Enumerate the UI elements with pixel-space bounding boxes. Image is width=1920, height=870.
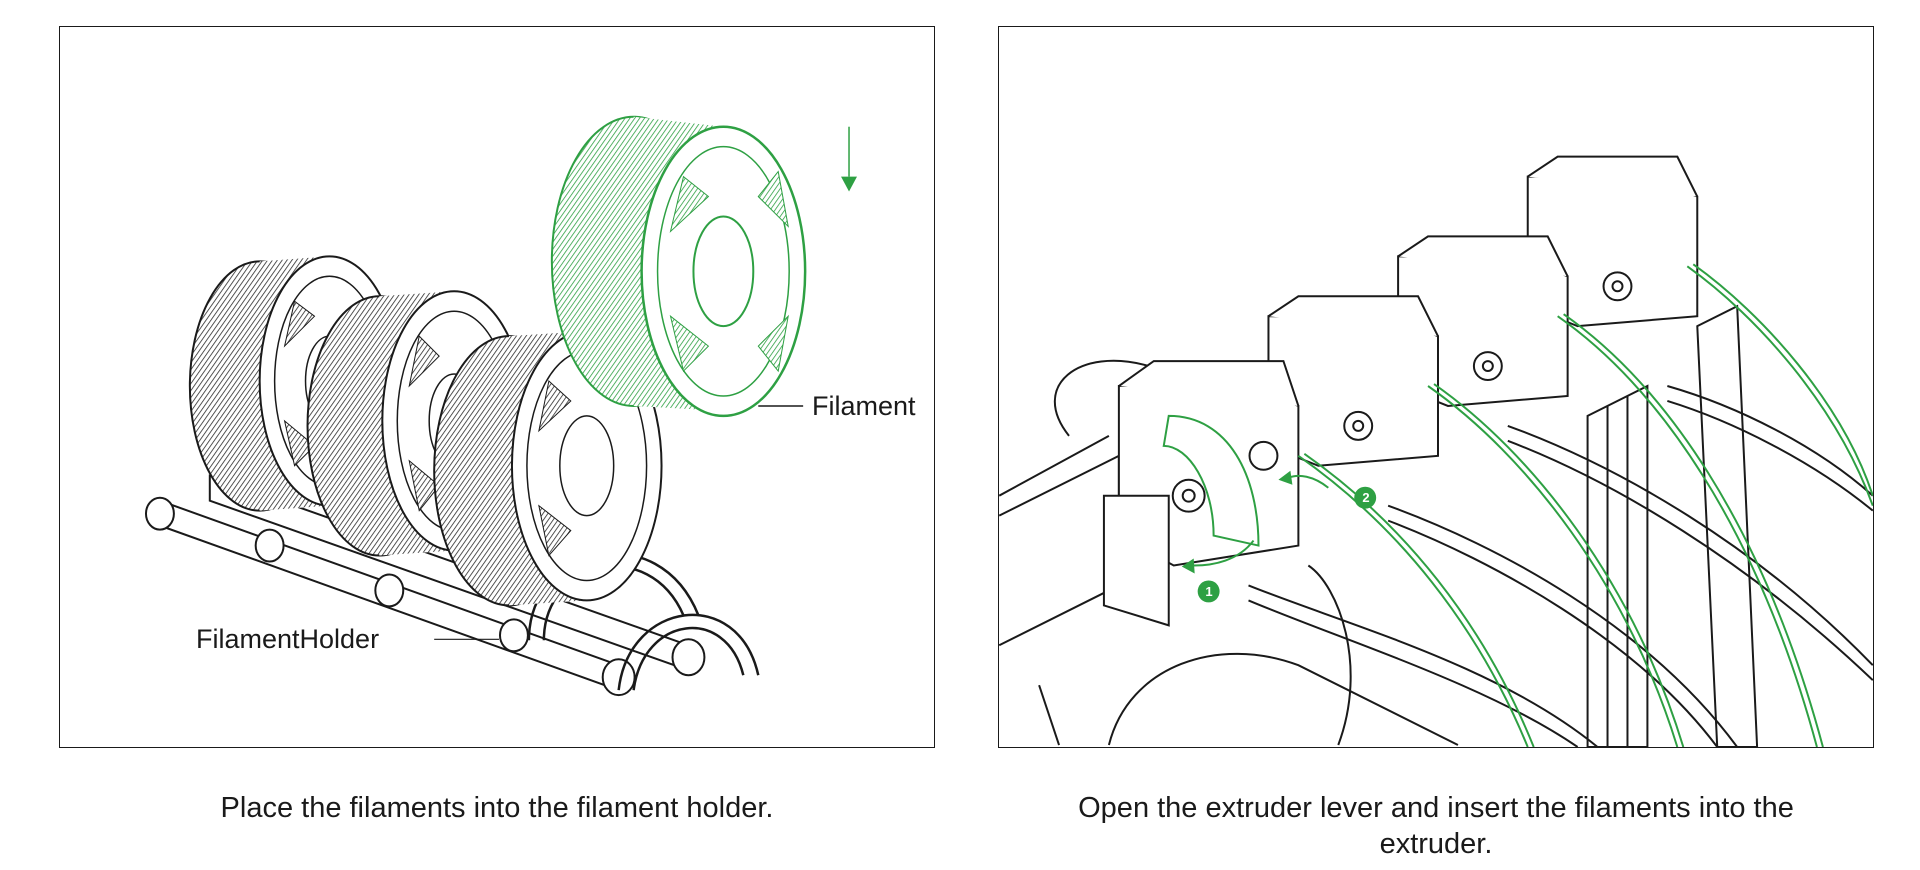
step-1-badge xyxy=(1197,580,1220,603)
step-1-number: 1 xyxy=(1205,584,1213,599)
filament-holder-illustration: Filament FilamentHolder xyxy=(59,26,935,748)
caption-open-extruder: Open the extruder lever and insert the f… xyxy=(1078,792,1794,860)
down-arrow-icon xyxy=(841,126,857,192)
caption-place-filaments: Place the filaments into the filament ho… xyxy=(220,792,774,824)
filament-holder-drawing xyxy=(144,115,857,697)
extruder-lever xyxy=(1162,414,1260,547)
step-2-number: 2 xyxy=(1362,490,1370,505)
holder-rods xyxy=(144,474,706,697)
filament-label: Filament xyxy=(812,391,916,421)
curved-arrow-icon xyxy=(1181,470,1329,574)
extruder-illustration: 1 2 xyxy=(998,26,1874,748)
green-spool xyxy=(550,115,807,418)
step-2-badge xyxy=(1354,486,1377,509)
bowden-tubes xyxy=(1248,385,1873,747)
extruder-modules xyxy=(1102,155,1699,627)
extruder-drawing xyxy=(999,155,1873,747)
filament-holder-label: FilamentHolder xyxy=(196,624,380,654)
spool-3 xyxy=(433,330,663,607)
filaments-green xyxy=(1297,263,1873,747)
